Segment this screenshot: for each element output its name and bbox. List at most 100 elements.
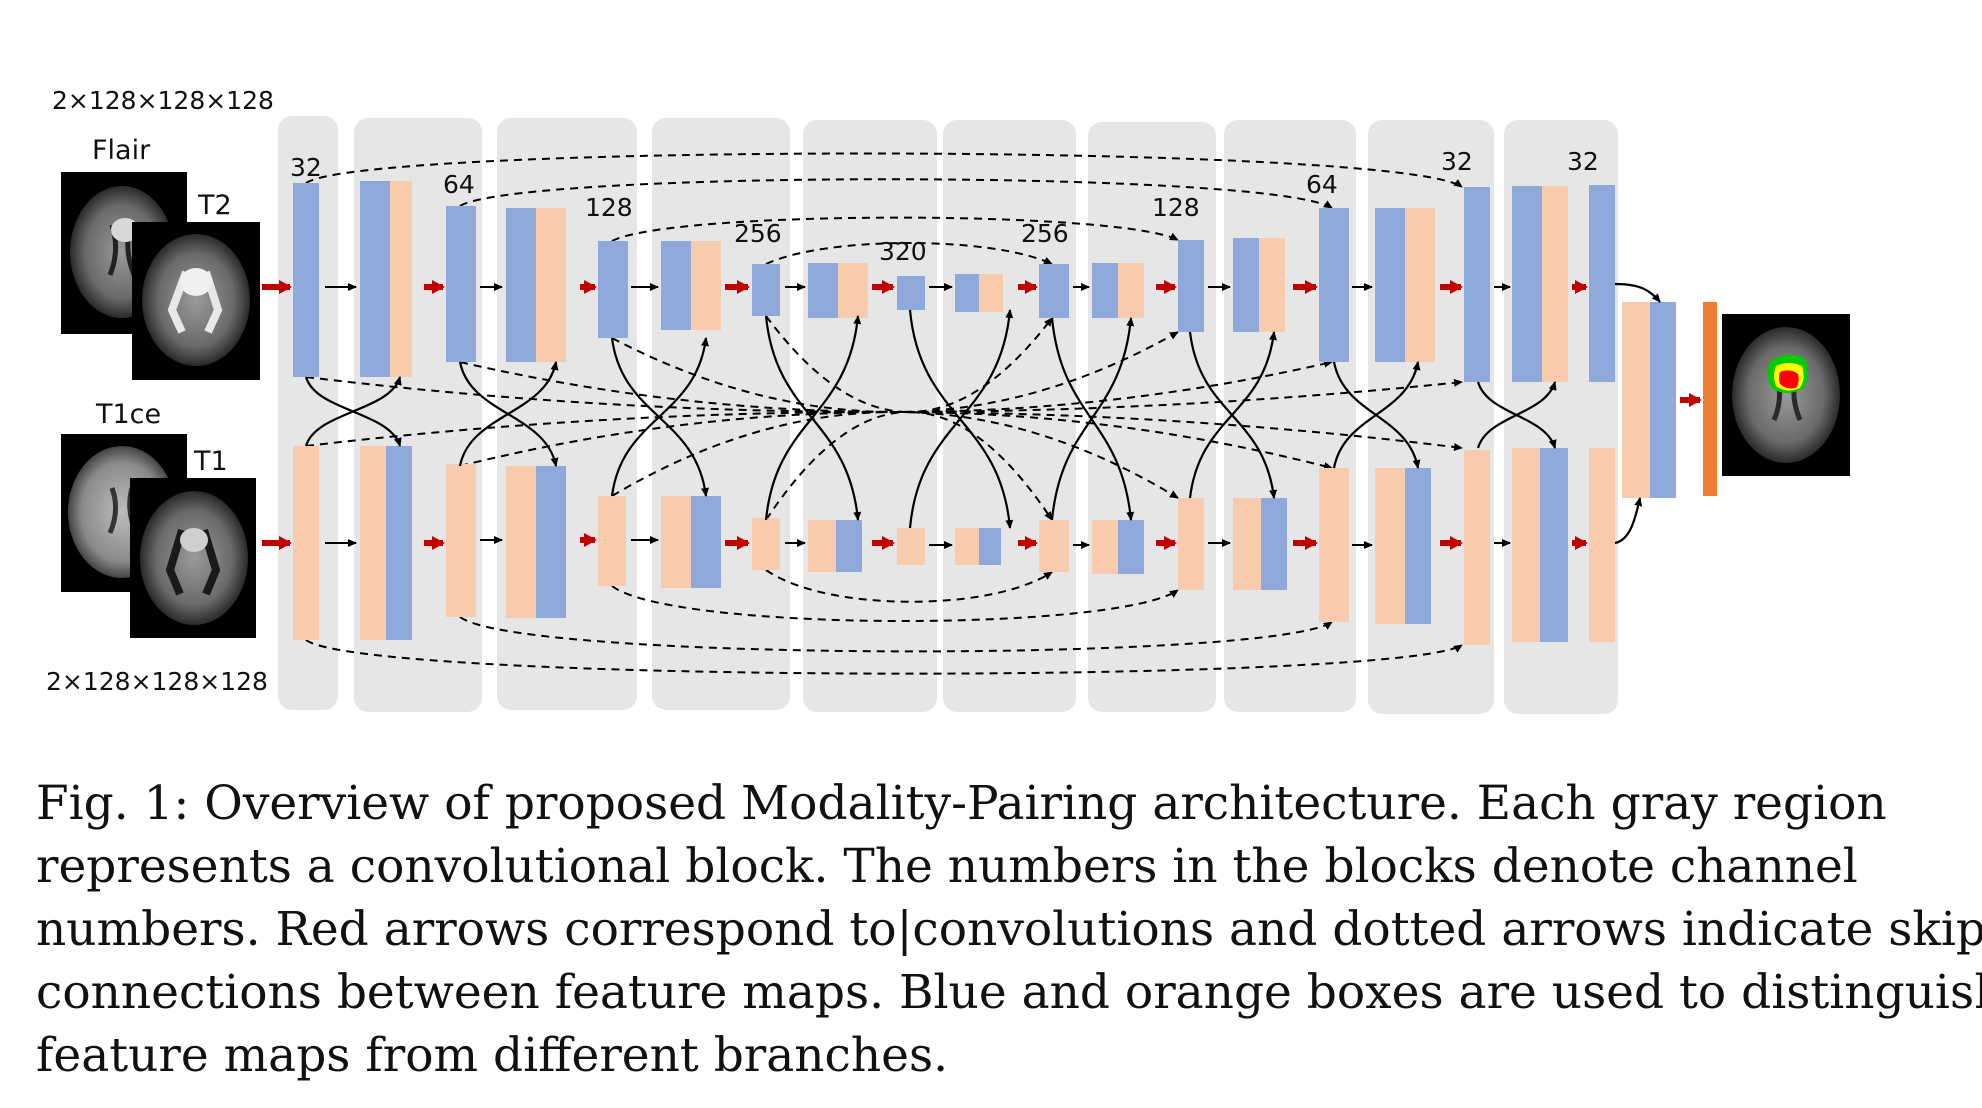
- feature-map-bottom: [598, 496, 626, 586]
- feature-map-top: [955, 274, 979, 312]
- mri-image-t2: [132, 222, 260, 380]
- cross-branch-arrow: [764, 315, 862, 521]
- feature-map-top: [1319, 208, 1349, 362]
- feature-map-bottom: [446, 464, 476, 617]
- feature-map-top: [979, 274, 1003, 312]
- skip-connection: [765, 242, 1053, 265]
- feature-map-top: [808, 263, 838, 318]
- skip-connection: [611, 216, 1179, 242]
- feature-map-bottom: [506, 466, 536, 618]
- cross-branch-arrow: [1332, 361, 1421, 469]
- fused-map-orange: [1622, 302, 1650, 498]
- skip-connection: [611, 331, 1179, 497]
- modality-label-flair: Flair: [92, 135, 151, 166]
- channel-label-64-up: 64: [1306, 170, 1338, 199]
- feature-map-bottom: [1464, 450, 1490, 645]
- feature-map-bottom: [1261, 498, 1287, 590]
- feature-map-top: [446, 206, 476, 362]
- feature-map-bottom: [1039, 520, 1069, 572]
- channel-label-32-up: 32: [1441, 147, 1473, 176]
- channel-label-128: 128: [585, 193, 633, 222]
- feature-map-bottom: [536, 466, 566, 618]
- skip-connection: [765, 569, 1053, 603]
- feature-map-bottom: [691, 496, 721, 588]
- input-dims-top: 2×128×128×128: [52, 86, 274, 115]
- feature-map-bottom: [897, 528, 925, 565]
- feature-map-bottom: [979, 528, 1001, 565]
- output-segmentation-image: [1722, 314, 1850, 476]
- feature-map-top: [838, 263, 868, 318]
- channel-label-128-up: 128: [1152, 193, 1200, 222]
- merge-arrow: [1614, 282, 1661, 303]
- feature-map-top: [1092, 263, 1118, 318]
- feature-map-top: [390, 181, 412, 377]
- caption-line: Fig. 1: Overview of proposed Modality-Pa…: [36, 776, 1887, 831]
- feature-map-bottom: [1405, 468, 1431, 624]
- feature-map-top: [1589, 185, 1615, 382]
- cross-branch-arrow: [1476, 381, 1557, 449]
- feature-map-top: [1178, 240, 1204, 332]
- feature-map-top: [691, 241, 721, 330]
- tumor-core: [1779, 370, 1799, 389]
- caption-line: represents a convolutional block. The nu…: [36, 839, 1858, 894]
- feature-map-bottom: [808, 520, 836, 572]
- modality-label-t1: T1: [193, 446, 228, 477]
- feature-map-bottom: [293, 446, 319, 640]
- skip-connection: [765, 317, 1053, 521]
- feature-map-top: [598, 241, 628, 338]
- feature-map-bottom: [836, 520, 862, 572]
- feature-map-top: [1405, 208, 1435, 362]
- input-dims-bottom: 2×128×128×128: [46, 667, 268, 696]
- feature-map-top: [536, 208, 566, 362]
- feature-map-bottom: [1375, 468, 1405, 624]
- feature-map-top: [1542, 186, 1568, 382]
- mri-image-t1: [130, 478, 256, 638]
- feature-map-top: [506, 208, 536, 362]
- skip-connection: [459, 178, 1333, 209]
- feature-map-bottom: [1540, 448, 1568, 642]
- conv-block-region: [803, 120, 937, 712]
- skip-connection: [459, 616, 1333, 653]
- feature-map-bottom: [1319, 468, 1349, 622]
- channel-label-64: 64: [443, 170, 475, 199]
- cross-branch-arrow: [908, 309, 1014, 529]
- feature-map-top: [752, 264, 780, 316]
- skip-connection: [305, 152, 1463, 188]
- skip-connections: [305, 152, 1463, 675]
- feature-map-top: [293, 183, 319, 377]
- feature-map-bottom: [1512, 448, 1540, 642]
- feature-map-bottom: [1118, 520, 1144, 574]
- feature-map-top: [1039, 264, 1069, 318]
- channel-label-256-up: 256: [1021, 219, 1069, 248]
- feature-map-top: [1464, 187, 1490, 382]
- architecture-diagram: 2×128×128×128 2×128×128×128 Flair T2 T1c…: [46, 86, 1850, 714]
- feature-map-top: [661, 241, 691, 330]
- feature-map-bottom: [955, 528, 979, 565]
- arrows: [262, 280, 1702, 550]
- caption-line: feature maps from different branches.: [36, 1028, 949, 1083]
- feature-map-top: [1118, 263, 1144, 318]
- channel-label-32-final: 32: [1567, 147, 1599, 176]
- channel-label-320: 320: [879, 237, 927, 266]
- feature-map-top: [360, 181, 390, 377]
- feature-map-top: [1512, 186, 1542, 382]
- feature-map-top: [1259, 238, 1285, 332]
- feature-map-bottom: [360, 446, 386, 640]
- fused-map-blue: [1650, 302, 1676, 498]
- skip-connection: [305, 639, 1463, 675]
- cross-branch-arrow: [1188, 331, 1278, 499]
- cross-branch-arrow: [1050, 317, 1135, 521]
- merge-arrow: [1614, 497, 1643, 545]
- feature-map-bottom: [1233, 498, 1261, 590]
- modality-label-t1ce: T1ce: [95, 399, 161, 430]
- channel-label-256: 256: [734, 219, 782, 248]
- channel-label-32: 32: [290, 153, 322, 182]
- caption-line: numbers. Red arrows correspond to|convol…: [36, 902, 1982, 957]
- output-conv-bar: [1703, 302, 1717, 496]
- feature-map-bottom: [1589, 448, 1615, 642]
- feature-maps: [293, 181, 1717, 645]
- feature-map-bottom: [752, 518, 780, 570]
- caption-line: connections between feature maps. Blue a…: [36, 965, 1982, 1020]
- feature-map-top: [897, 276, 925, 310]
- feature-map-bottom: [1092, 520, 1118, 574]
